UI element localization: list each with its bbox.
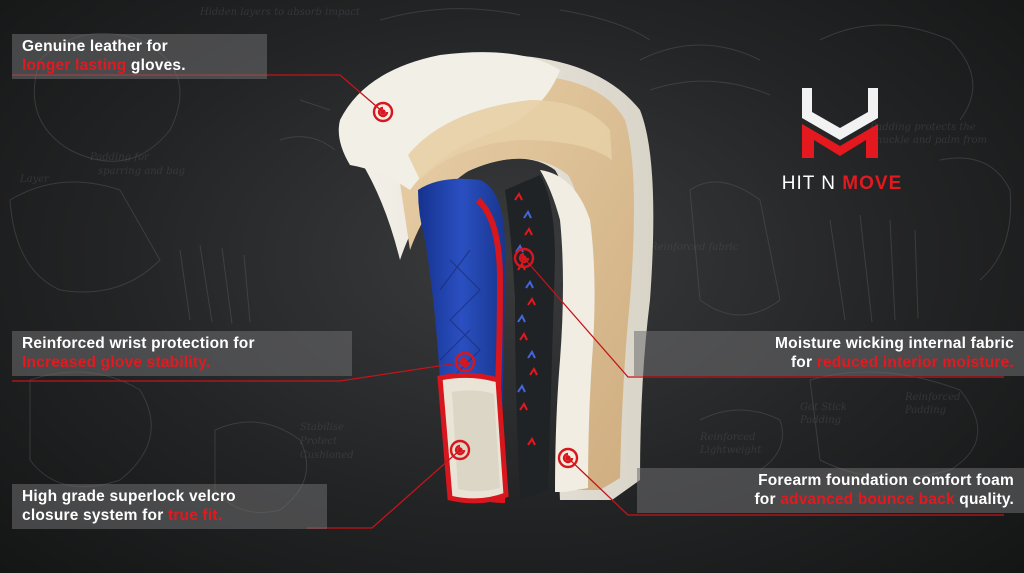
callout-foam-line1: Forearm foundation comfort foam: [758, 472, 1014, 489]
svg-text:sparring and bag: sparring and bag: [98, 166, 185, 177]
spiral-marker-icon: [557, 447, 579, 469]
marker-icons: [372, 101, 579, 469]
callout-wrist-line1: Reinforced wrist protection for: [22, 335, 255, 352]
svg-text:Padding for: Padding for: [89, 152, 150, 163]
brand-name-white: HIT N: [781, 173, 843, 194]
callout-velcro: High grade superlock velcro closure syst…: [12, 484, 327, 529]
svg-text:Padding: Padding: [904, 405, 946, 416]
top-flap: [338, 52, 560, 191]
callout-foam: Forearm foundation comfort foam for adva…: [637, 468, 1024, 513]
svg-text:Stabilise: Stabilise: [300, 422, 344, 433]
spiral-marker-icon: [513, 247, 535, 269]
leader-line-velcro: [307, 449, 461, 529]
callout-leather: Genuine leather for longer lasting glove…: [12, 34, 267, 79]
svg-text:Cushioned: Cushioned: [300, 450, 354, 461]
callout-wrist-highlight: Increased glove stability.: [22, 354, 211, 371]
svg-text:Hidden layers to absorb impact: Hidden layers to absorb impact: [199, 7, 361, 18]
callout-velcro-highlight: true fit.: [167, 507, 223, 524]
svg-text:Got Stick: Got Stick: [800, 402, 847, 413]
callout-leather-line1: Genuine leather for: [22, 38, 168, 55]
callout-velcro-prefix: closure system for: [22, 507, 168, 524]
leader-line-leather: [12, 74, 384, 113]
spiral-marker-icon: [454, 351, 476, 373]
inner-lining: [540, 170, 595, 492]
callout-moisture-highlight: reduced interior moisture.: [816, 354, 1014, 371]
foam-core: [395, 75, 634, 490]
hm-logo-icon: [802, 88, 878, 158]
leader-line-moisture: [523, 257, 1004, 378]
brand-name-red: MOVE: [842, 173, 903, 194]
callout-wrist: Reinforced wrist protection for Increase…: [12, 331, 352, 376]
svg-text:Protect: Protect: [299, 436, 338, 447]
svg-text:Padding protects the: Padding protects the: [869, 122, 976, 133]
svg-text:knuckle and palm from: knuckle and palm from: [870, 135, 987, 146]
svg-text:Layer: Layer: [19, 174, 50, 185]
brand-name: HIT N MOVE: [752, 173, 932, 195]
svg-text:Padding: Padding: [799, 415, 841, 426]
callout-leather-suffix: gloves.: [126, 57, 186, 74]
callout-velcro-line1: High grade superlock velcro: [22, 488, 236, 505]
svg-text:Reinforced: Reinforced: [699, 432, 756, 443]
spiral-marker-icon: [449, 439, 471, 461]
svg-text:Lightweight: Lightweight: [699, 445, 762, 456]
leader-line-wrist: [12, 361, 466, 382]
callout-moisture: Moisture wicking internal fabric for red…: [634, 331, 1024, 376]
svg-text:Reinforced: Reinforced: [904, 392, 961, 403]
callout-moisture-line1: Moisture wicking internal fabric: [775, 335, 1014, 352]
leader-line-foam: [567, 457, 1004, 516]
callout-foam-highlight: advanced bounce back: [780, 491, 955, 508]
spiral-marker-icon: [372, 101, 394, 123]
callout-leather-highlight: longer lasting: [22, 57, 127, 74]
callout-moisture-prefix: for: [790, 354, 817, 371]
svg-text:Reinforced fabric: Reinforced fabric: [649, 242, 739, 253]
callout-foam-suffix: quality.: [954, 491, 1014, 508]
callout-foam-prefix: for: [754, 491, 781, 508]
interior-fabric: [505, 175, 555, 500]
